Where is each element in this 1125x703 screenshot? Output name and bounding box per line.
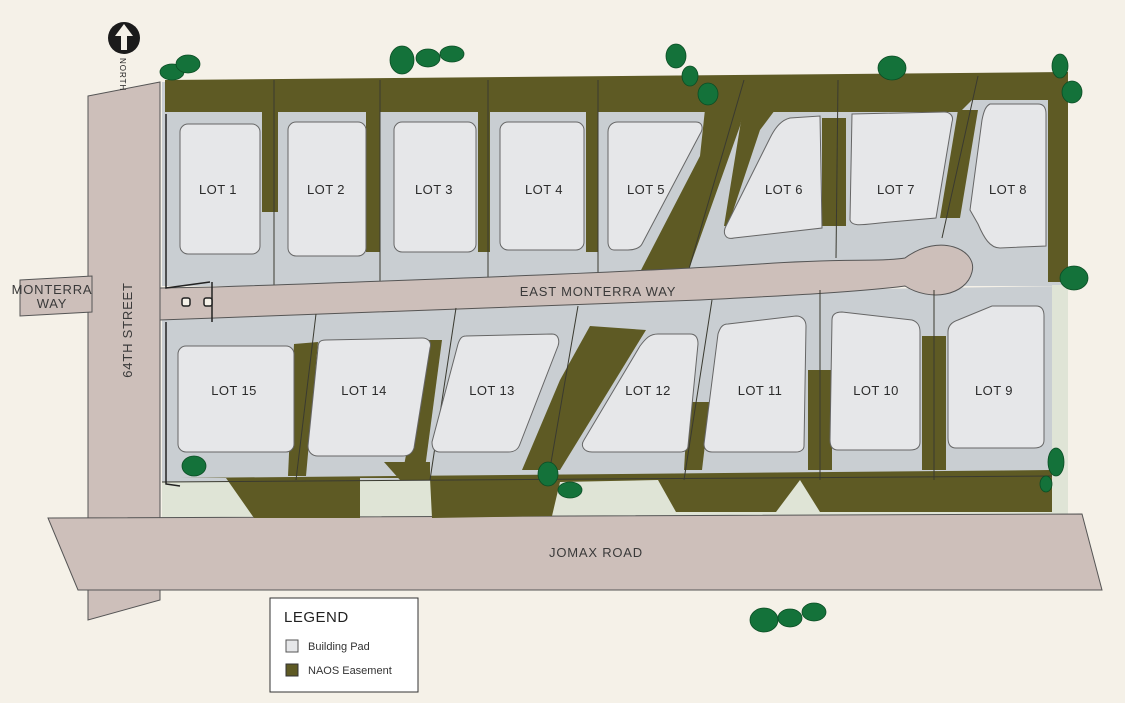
lot-label-2: LOT 2: [307, 182, 345, 197]
tree-icon: [1051, 53, 1083, 104]
entry-gate-detail: [165, 114, 213, 487]
lot-label-14: LOT 14: [341, 383, 387, 398]
pad-lot-6: [723, 115, 823, 239]
lot-label-9: LOT 9: [975, 383, 1013, 398]
naos-lot3-side: [478, 112, 490, 252]
lot-label-12: LOT 12: [625, 383, 671, 398]
north-lot-lines: [273, 75, 979, 287]
pad-lot-3: [393, 121, 477, 253]
legend-title: LEGEND: [284, 609, 349, 626]
legend-swatch-naos-easement: [285, 663, 299, 677]
naos-south-rear-band: [180, 470, 1052, 518]
road-jomax: [47, 513, 1103, 591]
naos-lot1-side: [262, 112, 278, 212]
tree-icon: [1039, 447, 1065, 493]
tree-icon: [159, 54, 201, 81]
lot-label-5: LOT 5: [627, 182, 665, 197]
north-arrow-icon: NORTH: [108, 22, 140, 91]
naos-lot6-7-side: [822, 118, 846, 226]
pad-lot-8: [969, 103, 1047, 249]
lot-label-15: LOT 15: [211, 383, 257, 398]
naos-lot2-side: [366, 112, 380, 252]
naos-lot13-12-diagonal: [522, 326, 646, 470]
east-buffer-strip: [1052, 285, 1068, 520]
road-east-monterra-way: [159, 244, 974, 321]
north-label: NORTH: [118, 58, 127, 91]
pad-lot-15: [177, 345, 295, 453]
south-lot-lines: [161, 290, 1053, 483]
legend-swatch-building-pad: [285, 639, 299, 653]
lot-label-10: LOT 10: [853, 383, 899, 398]
tree-icon: [665, 43, 719, 106]
road-64th-street: [87, 81, 161, 621]
naos-lot7-8-side: [940, 110, 978, 218]
pad-lot-2: [287, 121, 367, 257]
pad-lot-14: [307, 337, 431, 457]
building-pads-north: [179, 103, 1047, 257]
naos-lot15-14-side: [288, 342, 318, 476]
naos-lot8-east: [1048, 100, 1068, 282]
pad-lot-7: [849, 111, 953, 226]
tree-icon: [181, 455, 207, 477]
tree-icon: [877, 55, 907, 81]
pad-lot-1: [179, 123, 261, 255]
lot-label-6: LOT 6: [765, 182, 803, 197]
naos-jomax-pocket-1: [384, 462, 430, 480]
pad-lot-5: [607, 121, 703, 251]
tree-icon: [749, 602, 827, 633]
naos-lot6-side: [724, 90, 790, 226]
naos-easement-north: [165, 72, 1068, 282]
label-monterra-way-line1: MONTERRA: [12, 282, 93, 297]
lot-label-11: LOT 11: [738, 383, 783, 398]
naos-lot4-side: [586, 112, 598, 252]
pad-lot-10: [829, 311, 921, 451]
tree-icon: [389, 45, 465, 75]
lot-label-8: LOT 8: [989, 182, 1027, 197]
pad-lot-4: [499, 121, 585, 251]
pad-lot-13: [431, 333, 560, 453]
label-monterra-way-line2: WAY: [37, 296, 68, 311]
pad-lot-9: [947, 305, 1045, 449]
naos-lot5-diagonal: [640, 100, 746, 272]
label-64th-street: 64TH STREET: [120, 282, 135, 377]
building-pads-south: [177, 305, 1045, 457]
legend: LEGEND Building Pad NAOS Easement: [269, 597, 419, 693]
lot-label-3: LOT 3: [415, 182, 453, 197]
lot-label-4: LOT 4: [525, 182, 563, 197]
pad-lot-12: [581, 333, 699, 453]
tree-icon: [1059, 265, 1089, 291]
lot-label-1: LOT 1: [199, 182, 237, 197]
lot-label-7: LOT 7: [877, 182, 915, 197]
legend-label-naos-easement: NAOS Easement: [308, 665, 392, 677]
trees: [159, 43, 1089, 633]
label-east-monterra-way: EAST MONTERRA WAY: [520, 284, 676, 299]
label-jomax-road: JOMAX ROAD: [549, 545, 643, 560]
road-monterra-way-west: [19, 275, 93, 317]
lot-label-13: LOT 13: [469, 383, 515, 398]
lot-labels: LOT 1 LOT 2 LOT 3 LOT 4 LOT 5 LOT 6 LOT …: [199, 182, 1027, 398]
pad-lot-11: [703, 315, 807, 453]
legend-label-building-pad: Building Pad: [308, 641, 370, 653]
tree-icon: [537, 461, 583, 499]
roads: [19, 81, 1103, 621]
naos-north-rear-band: [165, 72, 1068, 112]
